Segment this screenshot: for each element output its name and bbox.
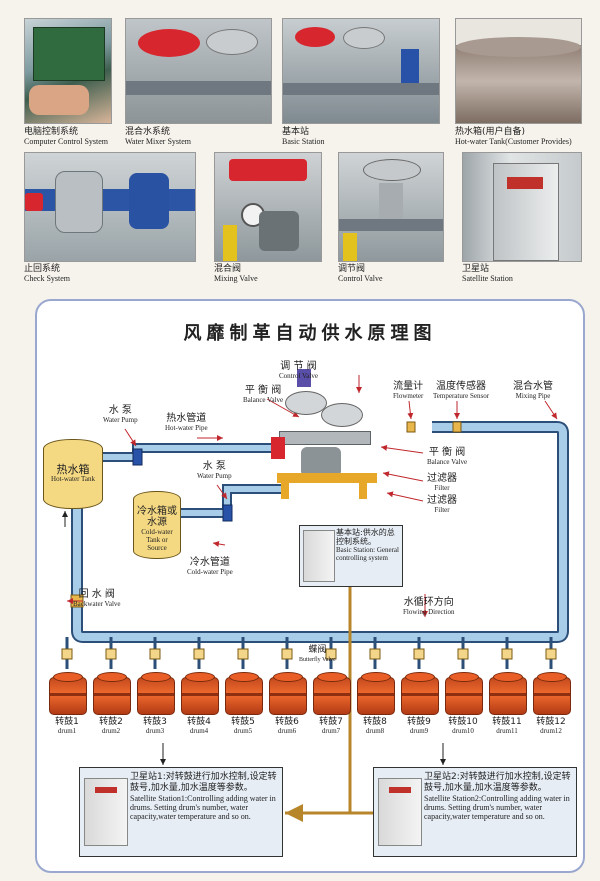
mixing-valve-photo (214, 152, 322, 262)
drum-icon (49, 672, 87, 715)
basic-station-photo (282, 18, 440, 124)
cabinet-icon (378, 778, 422, 846)
pump-icon-2 (222, 504, 233, 522)
drum-icon (357, 672, 395, 715)
temp-sensor-icon (452, 421, 462, 433)
drum-icon (489, 672, 527, 715)
caption-tank: 热水箱(用户自备)Hot-water Tank(Customer Provide… (455, 127, 572, 146)
diagram-title: 风靡制革自动供水原理图 (183, 323, 437, 344)
drum-icon (401, 672, 439, 715)
basic-station-label: 基本站:供水的总控制系统。Basic Station: General cont… (336, 528, 399, 562)
satellite-station-2: 卫星站2:对转鼓进行加水控制,设定转鼓号,加水量,加水温度等参数。Satelli… (373, 767, 577, 857)
control-valve-photo (338, 152, 444, 262)
flowmeter-icon (406, 421, 416, 433)
water-mixer-photo (125, 18, 272, 124)
drum-icon (269, 672, 307, 715)
basic-station-assembly (271, 369, 383, 499)
satellite-1-text: 卫星站1:对转鼓进行加水控制,设定转鼓号,加水量,加水温度等参数。Satelli… (130, 772, 277, 821)
drum-icon (137, 672, 175, 715)
drum-icon (313, 672, 351, 715)
hot-water-tank-photo (455, 18, 582, 124)
satellite-station-1: 卫星站1:对转鼓进行加水控制,设定转鼓号,加水量,加水温度等参数。Satelli… (79, 767, 283, 857)
computer-control-photo (24, 18, 112, 124)
butterfly-valves (61, 648, 557, 660)
drum-icon (445, 672, 483, 715)
pump-icon (132, 448, 143, 466)
basic-station-cabinet: 基本站:供水的总控制系统。Basic Station: General cont… (299, 525, 403, 587)
satellite-station-photo (462, 152, 582, 262)
cabinet-icon (84, 778, 128, 846)
drum-icon (225, 672, 263, 715)
satellite-2-text: 卫星站2:对转鼓进行加水控制,设定转鼓号,加水量,加水温度等参数。Satelli… (424, 772, 571, 821)
check-system-photo (24, 152, 196, 262)
pipe-network (61, 375, 569, 822)
cabinet-icon (303, 530, 335, 582)
drum-icon (181, 672, 219, 715)
schematic-panel: 风靡制革自动供水原理图 (35, 299, 585, 873)
drum-icon (533, 672, 571, 715)
drum-icon (93, 672, 131, 715)
